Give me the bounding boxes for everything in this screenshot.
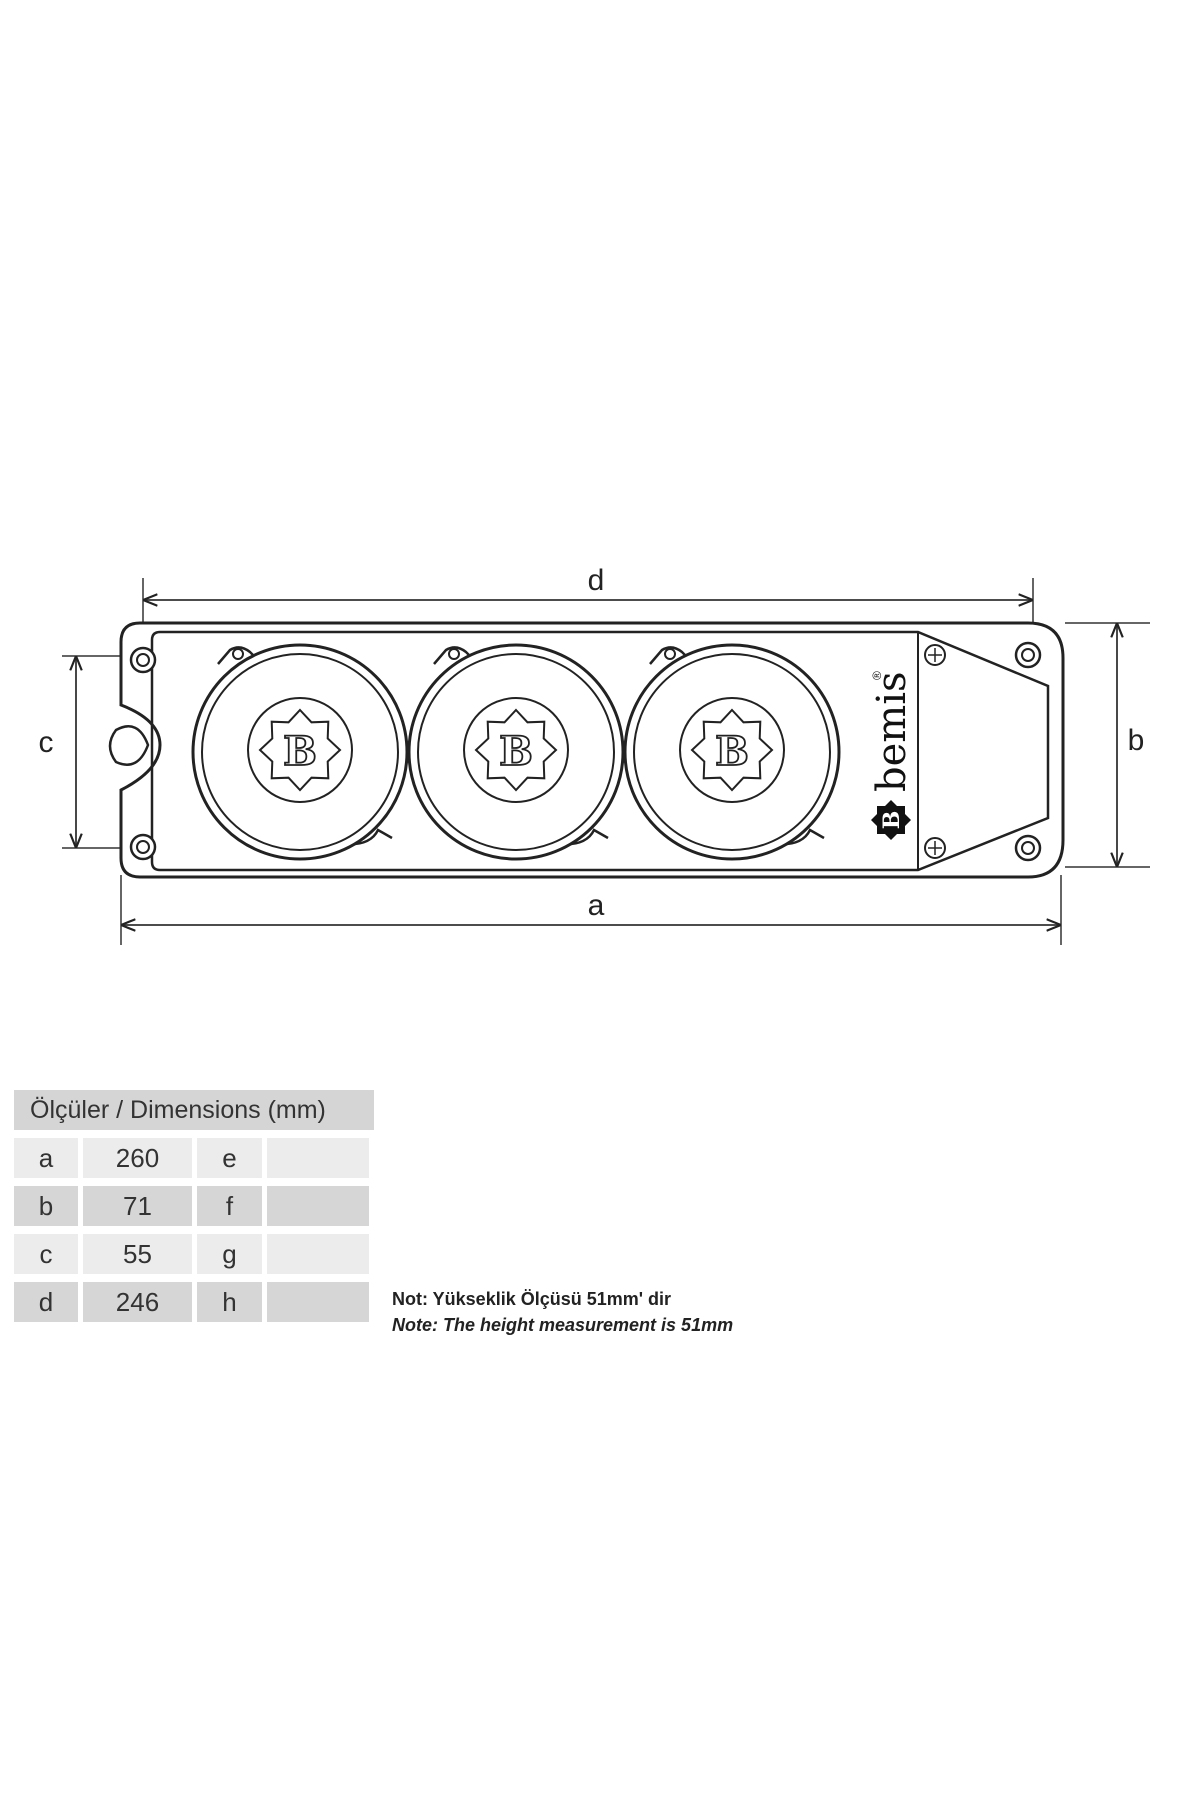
dimension-key: e xyxy=(197,1138,262,1178)
dimension-key: b xyxy=(14,1186,78,1226)
dimension-value xyxy=(267,1234,369,1274)
dimension-b: b xyxy=(1065,622,1150,868)
brand-logo: B bemis ® xyxy=(869,671,915,840)
dimension-key: c xyxy=(14,1234,78,1274)
dimension-d: d xyxy=(142,564,1034,628)
note-turkish: Not: Yükseklik Ölçüsü 51mm' dir xyxy=(392,1289,672,1309)
dimension-key: f xyxy=(197,1186,262,1226)
socket: B xyxy=(623,643,841,861)
dimensions-table-title: Ölçüler / Dimensions (mm) xyxy=(14,1090,374,1130)
height-note: Not: Yükseklik Ölçüsü 51mm' dir Note: Th… xyxy=(392,1286,733,1338)
dimension-value: 260 xyxy=(83,1138,192,1178)
screw-icon xyxy=(1014,834,1042,862)
hanging-hole xyxy=(108,725,150,766)
screw-icon xyxy=(129,646,157,674)
socket: B xyxy=(191,643,409,861)
dimension-label-b: b xyxy=(1128,724,1145,757)
dimension-a: a xyxy=(120,875,1062,945)
dimension-label-a: a xyxy=(588,889,605,922)
socket-logo-letter: B xyxy=(283,728,317,775)
dimension-key: a xyxy=(14,1138,78,1178)
cross-screw-icon xyxy=(924,644,946,666)
dimension-key: d xyxy=(14,1282,78,1322)
logo-star-icon xyxy=(690,708,774,792)
dimension-value: 246 xyxy=(83,1282,192,1322)
cross-screw-icon xyxy=(924,837,946,859)
dimension-key: g xyxy=(197,1234,262,1274)
registered-mark: ® xyxy=(870,671,884,680)
socket-logo-letter: B xyxy=(499,728,533,775)
dimension-label-c: c xyxy=(39,726,54,759)
socket: B xyxy=(407,643,625,861)
dimension-value: 71 xyxy=(83,1186,192,1226)
screw-icon xyxy=(129,833,157,861)
logo-star-icon xyxy=(474,708,558,792)
brand-name: bemis xyxy=(869,671,915,792)
dimension-value xyxy=(267,1138,369,1178)
socket-logo-letter: B xyxy=(715,728,749,775)
logo-star-icon xyxy=(258,708,342,792)
dimension-key: h xyxy=(197,1282,262,1322)
logo-star-icon: B xyxy=(871,800,911,840)
note-english: Note: The height measurement is 51mm xyxy=(392,1315,734,1335)
dimension-value xyxy=(267,1186,369,1226)
svg-text:B: B xyxy=(879,811,905,830)
dimension-value xyxy=(267,1282,369,1322)
dimension-label-d: d xyxy=(588,564,605,597)
screw-icon xyxy=(1014,641,1042,669)
dimension-value: 55 xyxy=(83,1234,192,1274)
